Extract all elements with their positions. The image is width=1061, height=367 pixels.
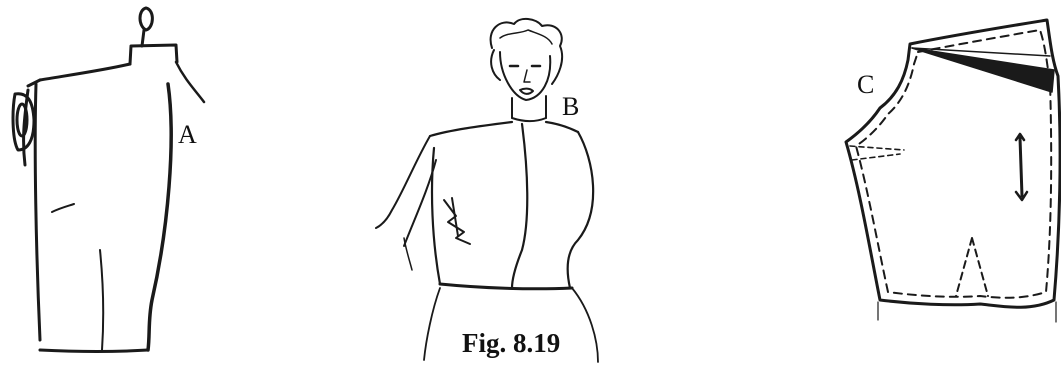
sketch-label-c: C: [857, 72, 874, 98]
figure-caption: Fig. 8.19: [462, 330, 560, 357]
dress-form-side-sketch: [13, 8, 204, 352]
bodice-pattern-sketch: [846, 20, 1060, 322]
sketch-label-a: A: [178, 122, 197, 148]
figure-bodice-sketch: [376, 19, 598, 362]
sketch-label-b: B: [562, 94, 579, 120]
